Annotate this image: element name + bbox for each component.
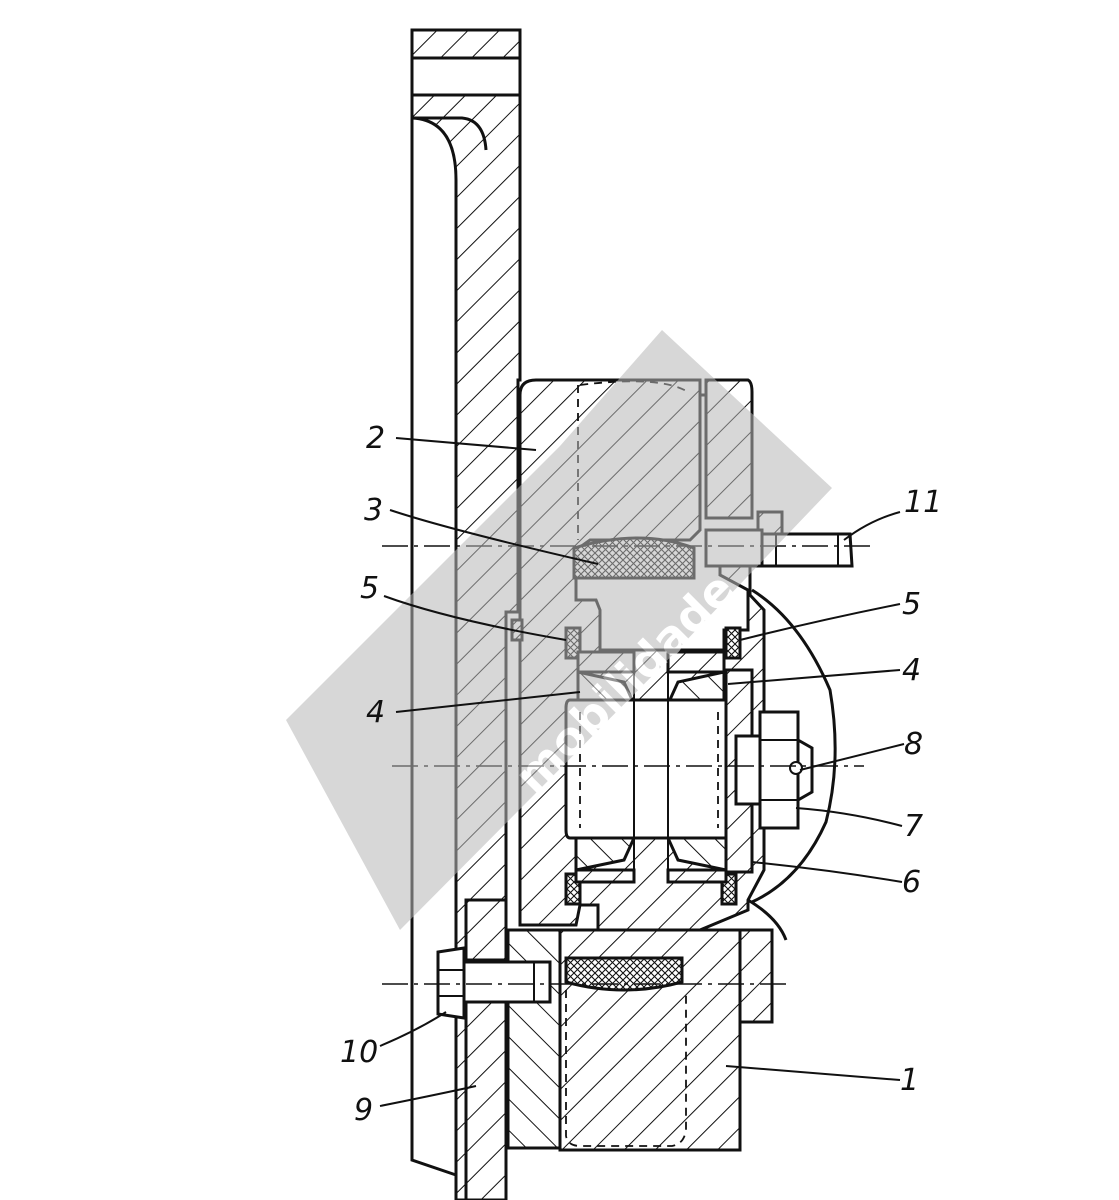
label-part-10: 10: [340, 1035, 378, 1070]
label-part-5-left: 5: [360, 571, 379, 606]
label-part-3: 3: [364, 493, 383, 528]
part-labels: 2 3 5 4 11 5 4 8 7 6 10 9 1: [340, 421, 942, 1128]
flange-part-9: [464, 898, 508, 1200]
lower-block-part-1: [506, 898, 788, 1152]
label-part-2: 2: [366, 421, 385, 456]
label-part-5-right: 5: [902, 587, 921, 622]
label-part-4-right: 4: [902, 653, 921, 688]
leader-lines: [379, 437, 905, 1107]
label-part-8: 8: [904, 727, 923, 762]
label-part-1: 1: [900, 1063, 919, 1098]
label-part-7: 7: [904, 809, 923, 844]
bolt-part-10: [436, 946, 552, 1020]
label-part-4-left: 4: [366, 695, 385, 730]
nut-part-7: [734, 710, 814, 830]
label-part-11: 11: [904, 485, 942, 520]
watermark-diamond: [286, 330, 832, 930]
label-part-6: 6: [902, 865, 921, 900]
label-part-9: 9: [354, 1093, 373, 1128]
